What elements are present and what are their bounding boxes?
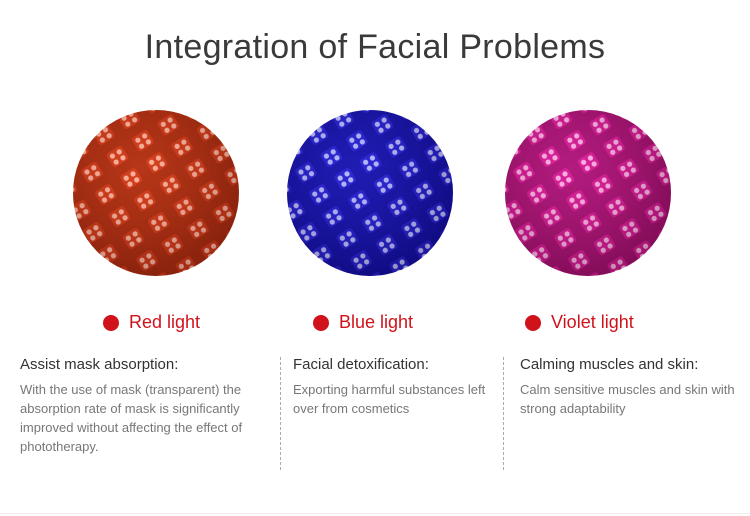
benefit-text: Calm sensitive muscles and skin with str… [520,382,735,416]
benefit-heading: Calming muscles and skin: [520,356,699,373]
red-dot-icon [313,314,329,331]
light-label-text: Violet light [551,312,634,332]
violet-light-label: Violet light [525,312,634,333]
benefit-heading: Facial detoxification: [293,356,429,373]
blue-light-description: Facial detoxification: Exporting harmful… [293,356,508,418]
red-led-image [73,110,239,276]
red-light-label: Red light [103,312,200,333]
benefit-text: Exporting harmful substances left over f… [293,382,486,416]
dashed-divider [503,357,504,470]
page-title: Integration of Facial Problems [144,28,606,66]
red-dot-icon [103,314,119,331]
benefit-text: With the use of mask (transparent) the a… [20,382,243,454]
light-label-text: Red light [129,312,201,332]
dashed-divider [280,357,281,470]
blue-led-image [287,110,453,276]
benefit-heading: Assist mask absorption: [20,356,179,373]
violet-led-image [505,110,671,276]
red-dot-icon [525,314,541,331]
bottom-divider [0,513,750,514]
blue-light-label: Blue light [313,312,413,333]
light-label-text: Blue light [339,312,414,332]
violet-light-description: Calming muscles and skin: Calm sensitive… [520,356,745,418]
red-light-description: Assist mask absorption: With the use of … [20,356,275,456]
